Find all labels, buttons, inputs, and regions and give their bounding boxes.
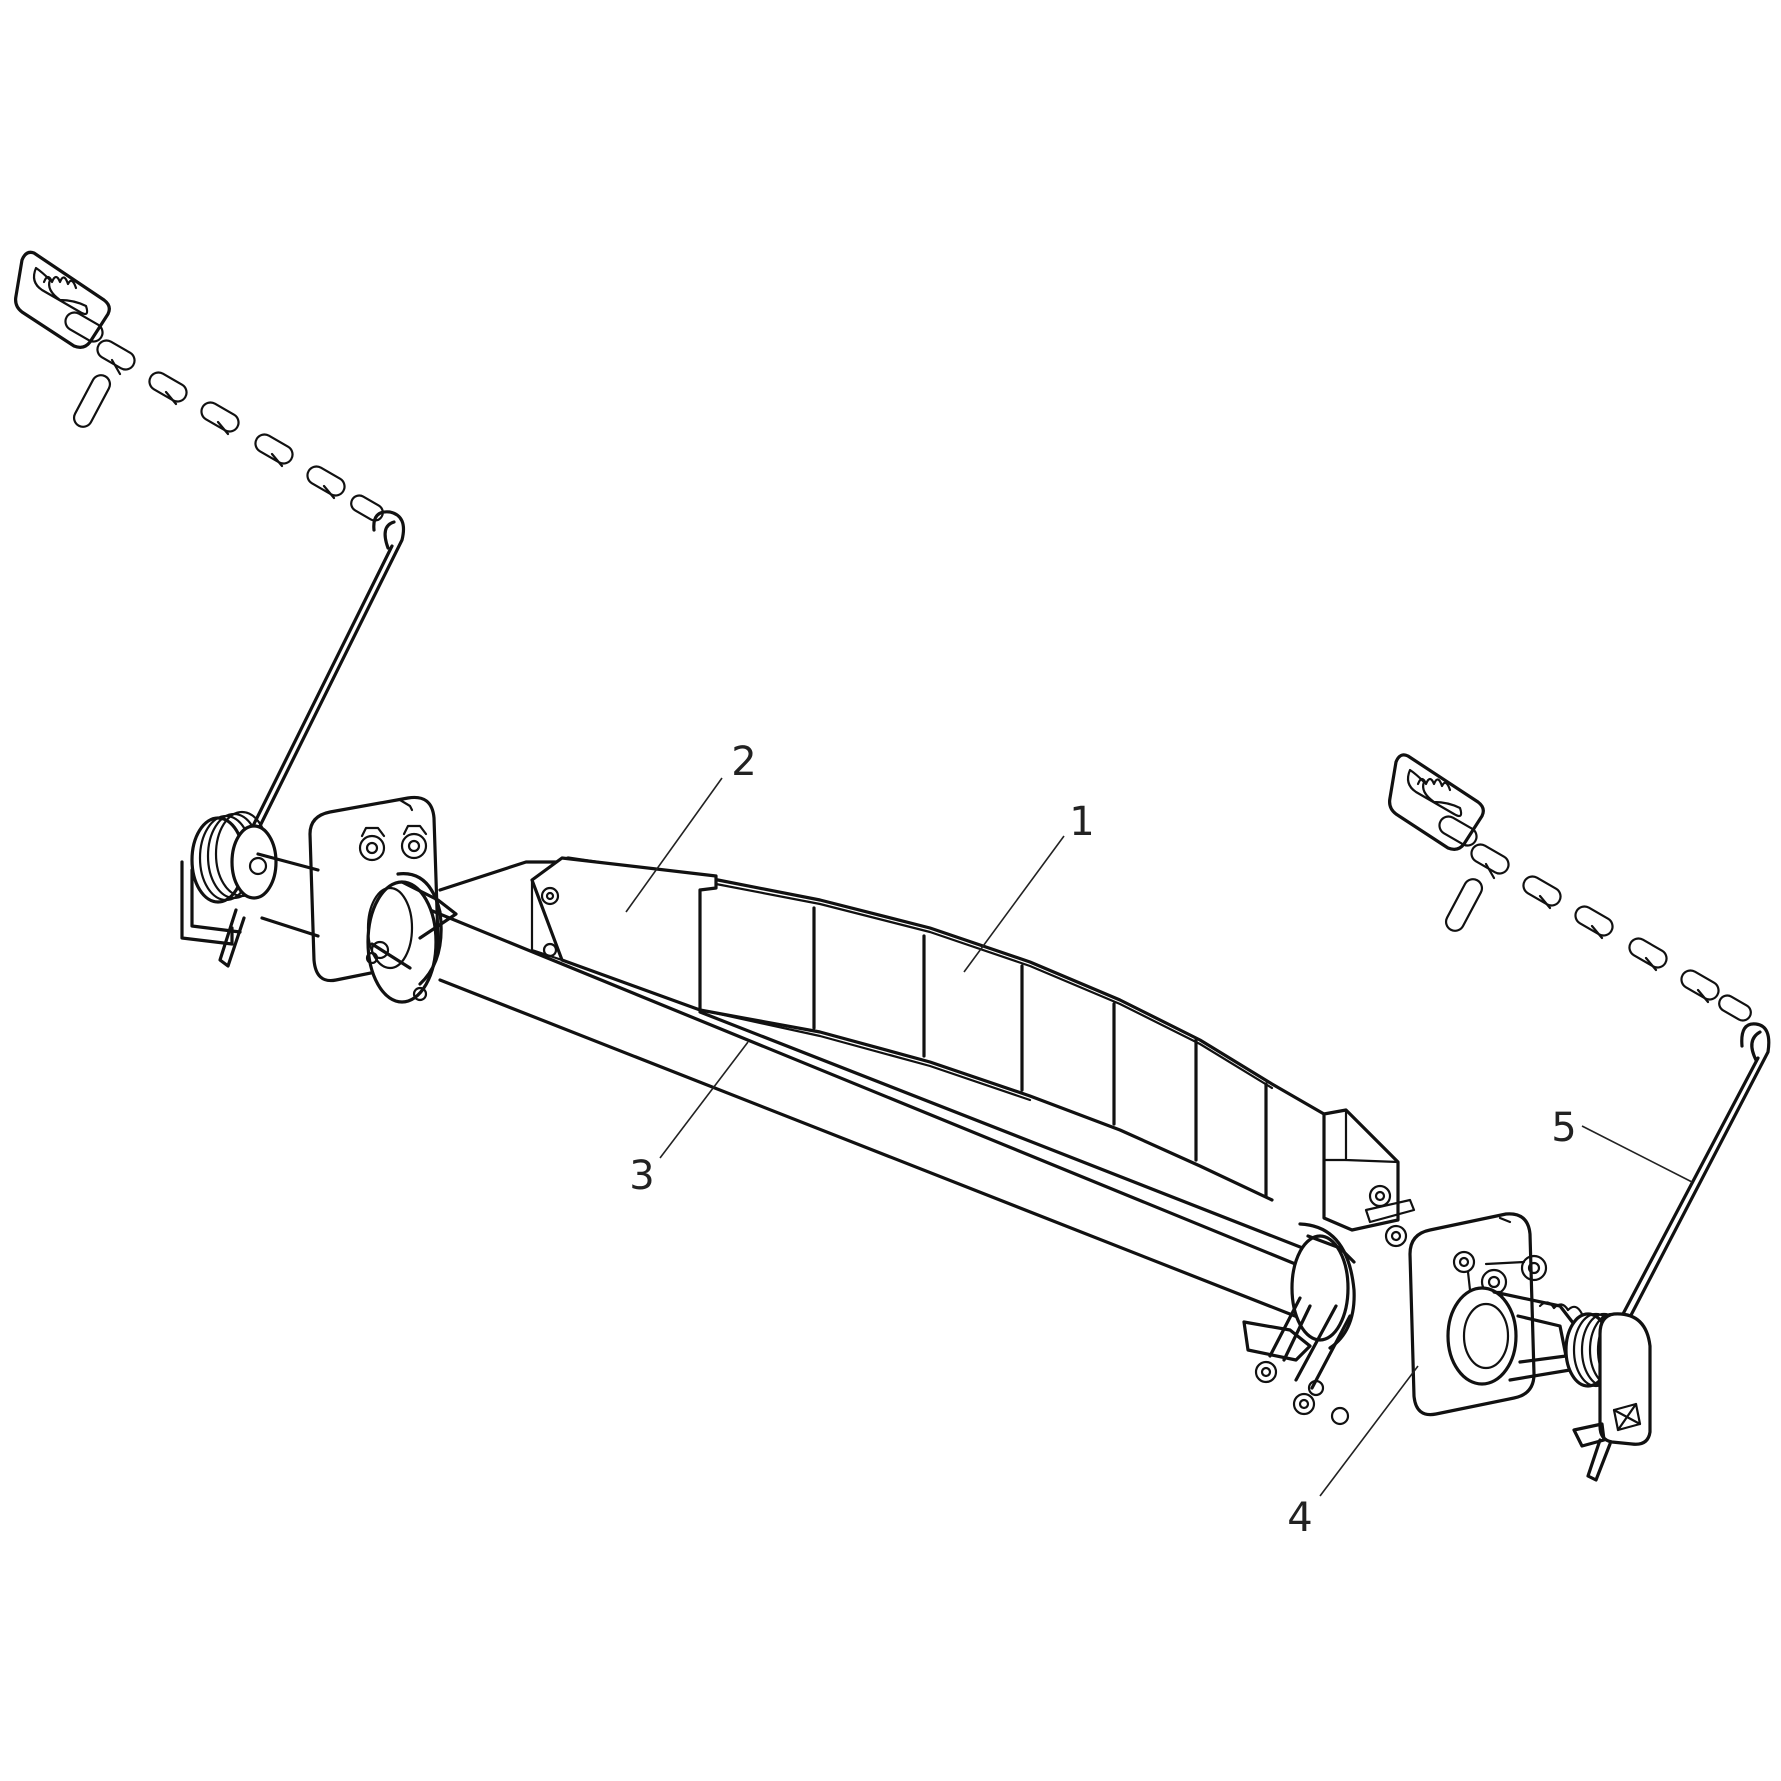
- right-rod: [1602, 1022, 1771, 1352]
- leader-5: [1581, 1125, 1693, 1183]
- right-chain-assembly: [1388, 753, 1771, 1482]
- left-chain-assembly: [14, 250, 406, 968]
- scraper-blade: [438, 856, 1416, 1248]
- callout-1: 1: [1069, 799, 1095, 845]
- right-tube-clamp: [1242, 1222, 1356, 1426]
- right-chain: [1438, 815, 1752, 1022]
- main-tube: [256, 852, 1320, 1320]
- leader-3: [659, 1041, 749, 1159]
- right-coupler: [1446, 1286, 1652, 1482]
- callout-4: 4: [1287, 1495, 1313, 1541]
- leader-1: [963, 835, 1065, 973]
- callout-2: 2: [731, 739, 757, 785]
- right-chain-tag: [1388, 753, 1485, 851]
- leader-lines: [625, 777, 1693, 1497]
- left-plate-bolts: [358, 824, 428, 862]
- left-rod: [246, 510, 406, 838]
- callout-5: 5: [1551, 1105, 1577, 1151]
- callout-3: 3: [629, 1153, 655, 1199]
- left-chain: [64, 311, 384, 522]
- left-coupler: [180, 810, 278, 968]
- leader-2: [625, 777, 723, 913]
- left-chain-tag: [14, 250, 111, 349]
- leader-4: [1319, 1365, 1419, 1497]
